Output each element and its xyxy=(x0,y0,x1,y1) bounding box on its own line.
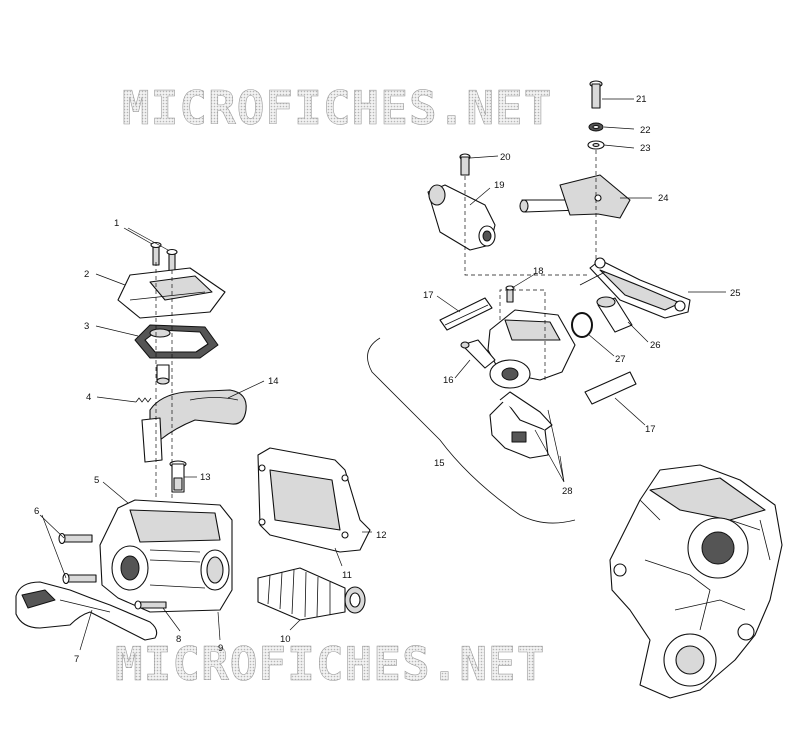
part-17-plate-upper xyxy=(439,297,493,331)
callout-13: 13 xyxy=(200,472,211,483)
callout-17-upper: 17 xyxy=(423,290,434,301)
part-8-screw xyxy=(134,600,167,610)
callout-23: 23 xyxy=(640,143,651,154)
callout-10: 10 xyxy=(280,634,291,645)
callout-24: 24 xyxy=(658,193,669,204)
assembly-line-right-2 xyxy=(464,176,590,276)
crankcase-housing xyxy=(609,464,783,699)
part-19-connector xyxy=(427,184,496,251)
callout-9: 9 xyxy=(218,643,223,654)
part-28-brake-pads xyxy=(489,391,553,459)
callout-8: 8 xyxy=(176,634,181,645)
callout-16: 16 xyxy=(443,375,454,386)
part-23-washer xyxy=(587,140,605,150)
part-6-bolts xyxy=(58,532,97,585)
part-1-screws xyxy=(150,241,178,273)
callout-21: 21 xyxy=(636,94,647,105)
watermark-bottom: MICROFICHES.NET xyxy=(115,637,545,691)
part-13-pin xyxy=(169,460,187,493)
part-2-reservoir-cover xyxy=(117,267,226,319)
callout-6: 6 xyxy=(34,506,39,517)
callout-numbers: 1 2 3 4 5 6 7 8 9 10 11 12 13 14 15 16 1… xyxy=(34,94,741,665)
callout-25: 25 xyxy=(730,288,741,299)
part-27-o-ring xyxy=(571,312,593,338)
callout-28: 28 xyxy=(562,486,573,497)
callout-17-lower: 17 xyxy=(645,424,656,435)
callout-12: 12 xyxy=(376,530,387,541)
part-20-screw xyxy=(459,153,471,176)
callout-19: 19 xyxy=(494,180,505,191)
part-7-brake-lever xyxy=(15,581,158,641)
callout-14: 14 xyxy=(268,376,279,387)
callout-27: 27 xyxy=(615,354,626,365)
callout-20: 20 xyxy=(500,152,511,163)
callout-3: 3 xyxy=(84,321,89,332)
part-10-grip xyxy=(257,567,366,621)
callout-18: 18 xyxy=(533,266,544,277)
part-14-throttle-lever xyxy=(141,389,247,463)
leader-lines xyxy=(39,98,726,651)
callout-7: 7 xyxy=(74,654,79,665)
callout-4: 4 xyxy=(86,392,91,403)
callout-22: 22 xyxy=(640,125,651,136)
part-21-bolt xyxy=(589,80,603,109)
callout-5: 5 xyxy=(94,475,99,486)
piston-cap xyxy=(156,364,170,385)
part-5-master-cylinder-body xyxy=(99,499,233,613)
callout-15: 15 xyxy=(434,458,445,469)
part-25-frame xyxy=(579,257,691,319)
part-4-spring xyxy=(135,397,152,403)
group-15-bracket xyxy=(367,337,576,524)
part-18-screw xyxy=(505,285,515,303)
callout-2: 2 xyxy=(84,269,89,280)
part-22-washer xyxy=(588,122,604,132)
part-24-bracket xyxy=(519,174,631,219)
part-16-fitting xyxy=(460,339,496,369)
part-26-sleeve xyxy=(596,296,633,333)
watermark-top: MICROFICHES.NET xyxy=(122,81,552,135)
part-3-diaphragm xyxy=(134,324,219,359)
caliper-housing xyxy=(487,309,576,389)
callout-11: 11 xyxy=(342,570,352,581)
part-17-plate-lower xyxy=(584,371,637,405)
assembly-line-right-3 xyxy=(499,289,546,380)
part-12-cover-plate xyxy=(257,447,371,553)
callout-26: 26 xyxy=(650,340,661,351)
callout-1: 1 xyxy=(114,218,119,229)
